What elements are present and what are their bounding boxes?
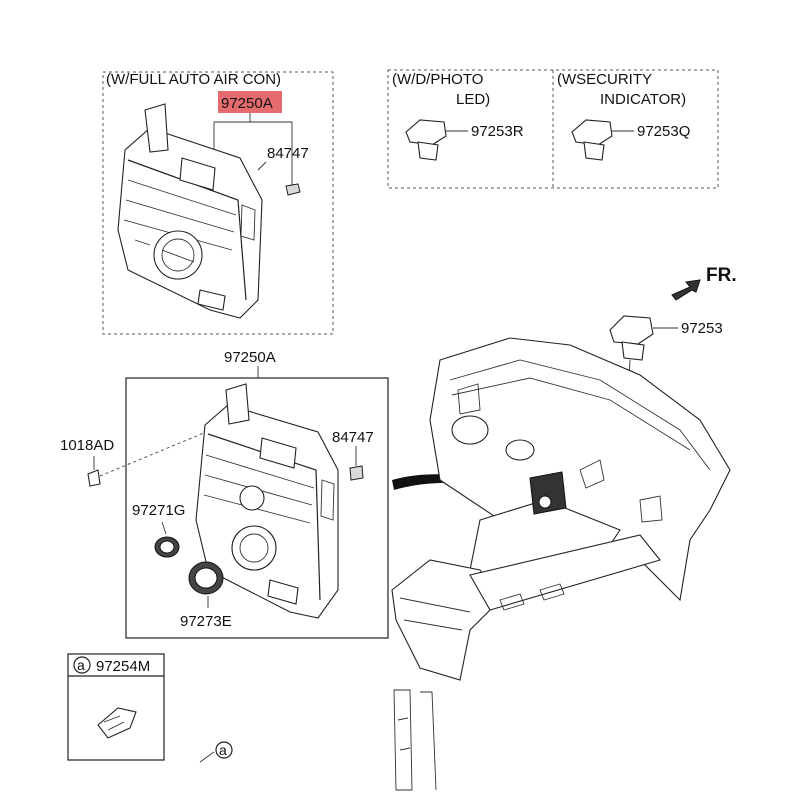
sensor-part-group: 97253: [609, 315, 723, 403]
front-marker: FR.: [671, 265, 737, 301]
control-panel-auto: [117, 103, 263, 319]
sensor-part-label: 97253: [681, 320, 723, 337]
main-assembly-frame: [125, 377, 389, 639]
main-assembly-part-screw: 1018AD: [60, 437, 114, 454]
main-assembly: 97250A 1018AD 84747 97271G: [60, 349, 389, 639]
control-panel-main: [195, 383, 339, 619]
main-assembly-part-knob-large: 97273E: [180, 613, 232, 630]
leader-main-auto: [213, 113, 293, 185]
main-assembly-part-main: 97250A: [224, 349, 276, 366]
variant-box-photo: (W/D/PHOTO LED) 97253R: [392, 71, 524, 161]
front-marker-label: FR.: [706, 265, 737, 286]
security-indicator-part: [571, 119, 613, 146]
photo-sensor-part: [405, 119, 447, 146]
main-assembly-part-clip: 84747: [332, 429, 374, 446]
front-arrow-icon: [671, 279, 701, 301]
ref-callout: a: [199, 741, 233, 763]
variant-box-photo-part: 97253R: [471, 123, 524, 140]
inset-box-part: 97254M: [96, 658, 150, 675]
variant-box-security-part: 97253Q: [637, 123, 690, 140]
variant-box-auto-part-main: 97250A: [221, 95, 273, 112]
clip-part-auto: [285, 183, 301, 196]
ref-callout-label: a: [219, 742, 227, 758]
inset-ref-circle: [73, 656, 91, 674]
screw-part: [87, 469, 101, 487]
install-arrow-icon: [392, 474, 540, 500]
variant-box-security: (WSECURITY INDICATOR) 97253Q: [557, 71, 690, 161]
leader-knob-small: [161, 521, 167, 535]
variant-box-security-title-line1: (WSECURITY: [557, 71, 652, 88]
dashboard-illustration: [391, 337, 731, 791]
variant-box-photo-title-line1: (W/D/PHOTO: [392, 71, 483, 88]
variant-box-security-title-line2: INDICATOR): [600, 91, 686, 108]
knob-large-part: [188, 561, 224, 595]
main-assembly-part-knob-small: 97271G: [132, 502, 185, 519]
inset-part: [97, 707, 137, 739]
highlight-marker: [218, 91, 282, 113]
inset-box-ref: a: [77, 657, 85, 673]
inset-box: a 97254M: [67, 653, 165, 761]
ref-callout-leader: [199, 751, 215, 763]
variant-box-auto-title: (W/FULL AUTO AIR CON): [106, 71, 281, 88]
inset-box-frame: [67, 653, 165, 761]
ref-callout-circle: [215, 741, 233, 759]
variant-box-auto-part-clip: 84747: [267, 145, 309, 162]
variant-box-auto: (W/FULL AUTO AIR CON) 97250A 84747: [102, 71, 334, 335]
variant-box-photo-title-line2: LED): [456, 91, 490, 108]
knob-small-part: [154, 536, 180, 558]
variant-box-sensors: (W/D/PHOTO LED) 97253R (WSECURITY INDICA…: [387, 69, 719, 189]
leader-clip-auto: [257, 161, 267, 171]
clip-part: [349, 465, 364, 481]
variant-box-auto-frame: [102, 71, 334, 335]
sensor-part: [609, 315, 654, 345]
